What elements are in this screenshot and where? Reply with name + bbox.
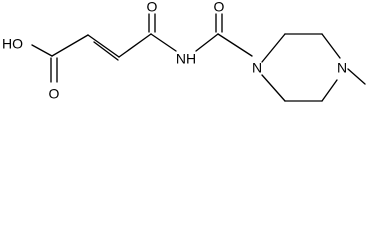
bond-nh-to-urea-carbon <box>195 33 219 52</box>
bond-amide-carbon-to-nh <box>150 33 177 52</box>
hydroxyl-label: HO <box>2 36 23 52</box>
bond-alkene-main <box>87 34 120 58</box>
amide-carbonyl-oxygen-label: O <box>147 0 158 15</box>
bond-alkene-inner <box>93 41 119 61</box>
imide-nitrogen-label: NH <box>176 51 196 67</box>
molecule-drawing: HO O O NH O N N <box>2 0 366 102</box>
bond-ring-n-left-lower <box>261 74 286 102</box>
acid-carbonyl-oxygen-label: O <box>49 86 60 102</box>
bond-ring-lower-right <box>321 79 338 102</box>
bond-alkene-to-amide-carbon <box>118 33 152 58</box>
urea-carbonyl-oxygen-label: O <box>214 0 225 15</box>
ring-nitrogen-left-label: N <box>252 60 262 76</box>
chemical-structure-diagram: HO O O NH O N N <box>2 0 366 102</box>
ring-nitrogen-right-label: N <box>337 60 347 76</box>
bond-hydroxyl-carbon <box>31 44 53 57</box>
bond-urea-carbon-to-ring-nitrogen <box>217 33 253 57</box>
bond-ring-upper-right <box>321 33 341 59</box>
bond-ring-nitrogen-methyl <box>347 68 366 85</box>
bond-acid-to-alkene <box>51 34 89 57</box>
bond-ring-n-left-upper <box>261 33 286 63</box>
